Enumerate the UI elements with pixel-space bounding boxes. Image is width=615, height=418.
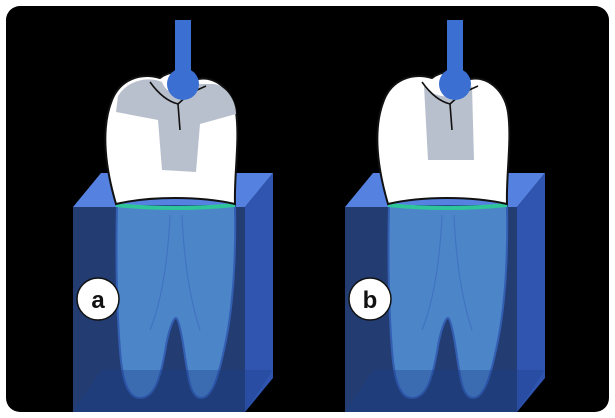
block-floor-a [73, 370, 273, 412]
block-floor-b [345, 370, 545, 412]
panel-label-a: a [91, 287, 105, 314]
stylus-tip-b [439, 68, 471, 100]
panel-label-b: b [363, 287, 378, 314]
stylus-tip-a [167, 68, 199, 100]
